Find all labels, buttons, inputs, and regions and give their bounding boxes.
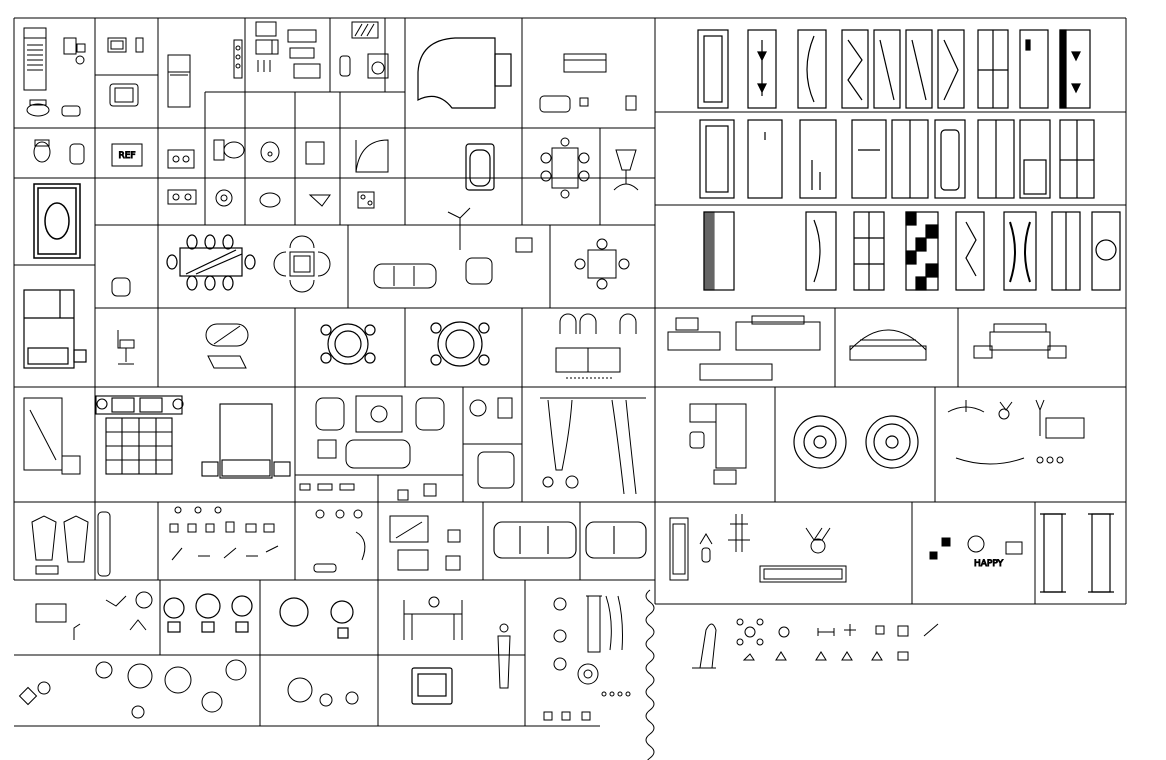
door-icon	[747, 29, 777, 109]
dining-table-icon	[166, 234, 256, 291]
door-icon	[955, 211, 985, 291]
door-row-1	[697, 29, 1091, 109]
fridge-panel: REF	[111, 143, 143, 167]
door-row-2	[699, 119, 1095, 199]
column-icon	[543, 595, 631, 721]
telephone-icon	[63, 37, 86, 65]
range-hood-icon	[539, 53, 637, 113]
plant-icon	[728, 514, 750, 552]
plant-icon	[18, 659, 359, 719]
television-icon	[107, 37, 144, 107]
door-icon	[1019, 29, 1049, 109]
door-icon	[905, 29, 933, 109]
window-unit-icon	[351, 21, 379, 39]
round-table-icon	[574, 238, 630, 290]
clothing-icon	[31, 511, 111, 577]
sofa-icon	[373, 257, 493, 289]
speaker-icon	[233, 39, 243, 79]
refrigerator-icon	[167, 54, 191, 108]
bed-icon	[849, 329, 927, 361]
grid-lines	[13, 17, 1127, 727]
bed-icon	[667, 315, 821, 381]
grand-piano-icon	[417, 37, 512, 109]
door-icon	[841, 29, 869, 109]
bed-icon	[95, 395, 184, 475]
door-icon	[1091, 211, 1121, 291]
wave-breakline-icon	[645, 589, 655, 760]
bathtub-icon	[465, 143, 495, 191]
figure-icon	[497, 623, 511, 689]
rug-icon	[33, 183, 81, 259]
round-table-icon	[320, 321, 490, 367]
screen-panel-icon	[669, 517, 713, 581]
happy-sign-label: HAPPY	[974, 559, 1004, 569]
door-icon	[805, 211, 837, 291]
office-chair-icon	[613, 149, 639, 191]
floor-lamp-icon	[447, 207, 533, 253]
shower-tray-icon	[305, 139, 389, 209]
misc-symbols-icon	[692, 618, 939, 669]
decor-items-icon	[299, 483, 366, 573]
desk-icon	[689, 403, 747, 485]
door-icon	[937, 29, 965, 109]
plant-icon	[35, 591, 153, 640]
door-icon	[873, 29, 901, 109]
antler-wall-decor-icon	[805, 527, 831, 554]
bed-icon	[973, 323, 1067, 359]
sink-icon	[213, 139, 281, 208]
armchair-icon	[111, 277, 131, 297]
door-icon	[1003, 211, 1037, 291]
accessories-icon	[169, 506, 279, 561]
door-icon	[1019, 119, 1051, 199]
coffee-table-icon	[205, 323, 249, 369]
plant-icon	[163, 593, 354, 639]
washing-machine-icon	[339, 53, 389, 79]
dining-set-icon	[403, 596, 463, 640]
chandelier-icon	[947, 399, 1085, 465]
door-icon	[747, 119, 783, 199]
picture-frame-icon	[389, 483, 461, 571]
door-icon	[699, 119, 735, 199]
happy-sign-icon: HAPPY	[929, 535, 1023, 570]
ceiling-medallion-icon	[793, 415, 919, 469]
bathroom-layout-icon	[23, 397, 81, 475]
office-chair-icon	[117, 330, 135, 365]
door-icon	[797, 29, 827, 109]
door-icon	[934, 119, 966, 199]
toilet-icon	[26, 99, 81, 117]
bed-icon	[201, 403, 291, 479]
living-room-set-icon	[315, 395, 445, 469]
chair-icon	[469, 397, 515, 489]
picture-frame-icon	[759, 565, 847, 583]
air-conditioner-icon	[23, 27, 47, 91]
television-icon	[411, 667, 453, 705]
door-icon	[799, 119, 837, 199]
door-row-3	[703, 211, 1121, 291]
fridge-panel-label: REF	[118, 151, 135, 161]
dining-table-icon	[540, 137, 590, 199]
stove-icon	[167, 149, 197, 205]
arch-window-icon	[555, 313, 637, 379]
door-icon	[697, 29, 729, 109]
toilet-icon	[33, 139, 85, 165]
microwave-icon	[255, 21, 321, 79]
scroll-painting-icon	[1040, 513, 1114, 593]
bed-icon	[23, 289, 87, 369]
sofa-icon	[493, 521, 647, 559]
curtain-icon	[540, 397, 646, 495]
round-table-icon	[273, 235, 331, 293]
door-icon	[851, 119, 887, 199]
